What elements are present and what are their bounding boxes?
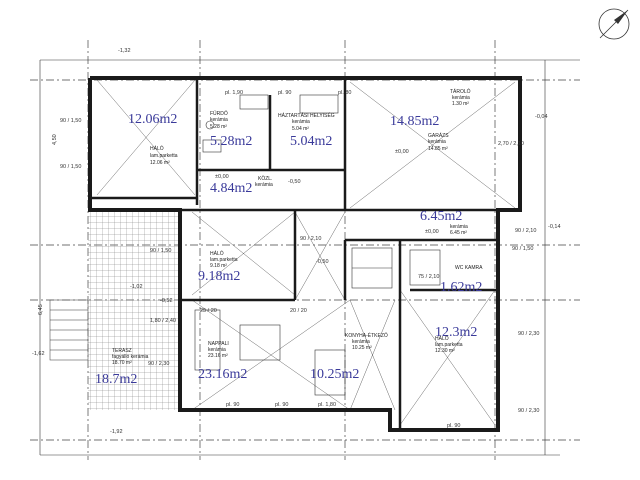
room-name-haztartasi: HÁZTARTÁSI HELYISÉG — [278, 112, 335, 119]
room-size-szelfogo: 6.45 m² — [450, 230, 467, 236]
sill-6: pl. 1,80 — [318, 402, 336, 408]
room-size-terasz: 18.70 m² — [112, 360, 132, 366]
area-label-szelfogo: 6.45m2 — [420, 209, 462, 224]
room-name-wc: WC KAMRA — [455, 265, 483, 271]
level-left-inner: -1,02 — [130, 284, 143, 290]
room-floor-halo3: lam.parketta — [435, 342, 463, 348]
level-right: -0,14 — [548, 224, 561, 230]
level-zero-3: ±0,00 — [215, 174, 229, 180]
exterior-walls — [88, 76, 522, 432]
room-size-haztartasi: 5.04 m² — [292, 126, 309, 132]
area-label-halo3: 12.3m2 — [435, 325, 477, 340]
dim-90-210-b: 90 / 2,10 — [515, 228, 536, 234]
room-diagonals — [96, 79, 516, 426]
dim-75-210: 75 / 2,10 — [418, 274, 439, 280]
area-label-kozl: 4.84m2 — [210, 181, 252, 196]
dim-25-20: 25 / 20 — [200, 308, 217, 314]
room-name-nappali: NAPPALI — [208, 341, 229, 347]
room-name-halo1: HÁLÓ — [150, 145, 164, 152]
dim-90-230-c: 90 / 2,30 — [148, 361, 169, 367]
area-label-furdo: 5.28m2 — [210, 134, 252, 149]
level-top: -1,32 — [118, 48, 131, 54]
room-floor-tarolo: kerámia — [452, 95, 470, 101]
dim-90-150-c: 90 / 1,50 — [150, 248, 171, 254]
room-name-terasz: TERASZ — [112, 348, 132, 354]
area-label-halo2: 9.18m2 — [198, 269, 240, 284]
terrace-hatch — [49, 210, 178, 410]
room-floor-garazs: kerámia — [428, 139, 446, 145]
room-size-garazs: 14.85 m² — [428, 146, 448, 152]
room-name-garazs: GARÁZS — [428, 132, 449, 139]
sill-5: pl. 90 — [275, 402, 288, 408]
dim-180-240: 1,80 / 2,40 — [150, 318, 176, 324]
level-left: -1,62 — [32, 351, 45, 357]
room-name-konyha: KONYHA-ÉTKEZŐ — [345, 332, 388, 339]
room-name-halo3: HÁLÓ — [435, 335, 449, 342]
dim-90-150-b: 90 / 1,50 — [60, 164, 81, 170]
room-floor-halo1: lam.parketta — [150, 153, 178, 159]
dim-270-210: 2,70 / 2,10 — [498, 141, 524, 147]
level-top-right: -0,04 — [535, 114, 548, 120]
area-label-terasz: 18.7m2 — [95, 372, 137, 387]
room-size-halo2: 9.18 m² — [210, 263, 227, 269]
interior-walls — [90, 78, 520, 430]
level-zero-2: ±0,00 — [425, 229, 439, 235]
room-size-nappali: 23.16 m² — [208, 353, 228, 359]
level-zero-1: ±0,00 — [395, 149, 409, 155]
sill-1: pl. 1,90 — [225, 90, 243, 96]
dim-90-150-d: 90 / 1,50 — [512, 246, 533, 252]
area-label-nappali: 23.16m2 — [198, 367, 247, 382]
room-floor-kozl: kerámia — [255, 182, 273, 188]
sill-2: pl. 90 — [278, 90, 291, 96]
room-floor-furdo: kerámia — [210, 117, 228, 123]
room-name-kozl: KÖZL. — [258, 175, 272, 182]
step-3: -0,52 — [160, 298, 173, 304]
room-names: HÁLÓ lam.parketta 12.06 m² FÜRDŐ kerámia… — [112, 88, 483, 366]
room-floor-halo2: lam.parketta — [210, 257, 238, 263]
room-size-halo3: 12.30 m² — [435, 348, 455, 354]
step-1: -0,50 — [288, 179, 301, 185]
area-label-wc: 1.62m2 — [440, 280, 482, 295]
north-arrow-icon — [598, 8, 630, 40]
fixtures — [194, 94, 441, 396]
room-size-tarolo: 1.30 m² — [452, 101, 469, 107]
level-bottom: -1,92 — [110, 429, 123, 435]
area-label-konyha: 10.25m2 — [310, 367, 359, 382]
sill-4: pl. 90 — [226, 402, 239, 408]
room-name-tarolo: TÁROLÓ — [450, 88, 471, 95]
sill-7: pl. 90 — [447, 423, 460, 429]
room-size-konyha: 10.25 m² — [352, 345, 372, 351]
sill-3: pl. 80 — [338, 90, 351, 96]
dim-left-upper: 4,50 — [52, 134, 58, 145]
room-floor-konyha: kerámia — [352, 339, 370, 345]
room-size-halo1: 12.06 m² — [150, 160, 170, 166]
room-floor-haztartasi: kerámia — [292, 119, 310, 125]
dimension-annotations: -1,32 -0,04 -1,62 -1,02 -1,92 -0,14 6,45… — [32, 48, 561, 435]
room-name-furdo: FÜRDŐ — [210, 110, 228, 117]
area-labels: 12.06m2 5.28m2 5.04m2 14.85m2 4.84m2 6.4… — [95, 112, 482, 387]
dim-20-20: 20 / 20 — [290, 308, 307, 314]
room-floor-terasz: fagyálló kerámia — [112, 354, 149, 360]
dim-left-total: 6,45 — [38, 304, 44, 315]
room-size-furdo: 5.28 m² — [210, 124, 227, 130]
step-2: -0,50 — [316, 259, 329, 265]
room-name-halo2: HÁLÓ — [210, 250, 224, 257]
dim-90-150-a: 90 / 1,50 — [60, 118, 81, 124]
dim-90-230-a: 90 / 2,30 — [518, 331, 539, 337]
area-label-haztartasi: 5.04m2 — [290, 134, 332, 149]
area-label-garazs: 14.85m2 — [390, 114, 439, 129]
area-label-halo1: 12.06m2 — [128, 112, 177, 127]
room-floor-szelfogo: kerámia — [450, 224, 468, 230]
dim-90-230-b: 90 / 2,30 — [518, 408, 539, 414]
dim-90-210-a: 90 / 2,10 — [300, 236, 321, 242]
room-floor-nappali: kerámia — [208, 347, 226, 353]
